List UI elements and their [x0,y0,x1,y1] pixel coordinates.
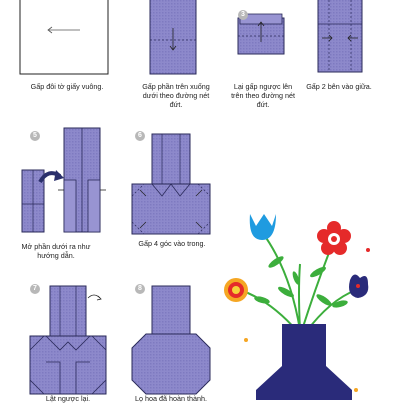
step-number: 6 [135,131,145,141]
arrow-left-icon [347,34,352,42]
dark-flower-icon [349,274,369,298]
arrow-up-icon [257,21,265,27]
arrow-left-icon [47,26,53,34]
step8-caption: Lọ hoa đã hoàn thành. [135,394,207,403]
step5-caption: Mở phần dưới ra như hướng dẫn. [21,242,91,260]
finished-vase-illustration [224,214,370,400]
arrow-right-icon [328,34,333,42]
vase-icon [256,324,352,400]
step2-paper [149,0,197,75]
step-number: 8 [135,284,145,294]
step3-paper [237,13,285,55]
step6-paper [131,133,211,235]
step3-caption: Lại gấp ngược lên trên theo đường nét đứ… [231,82,295,109]
arrow-down-icon [169,45,177,51]
step4-paper [317,0,363,73]
orange-flower-icon [224,278,248,302]
step5-paper [21,127,106,233]
step-number: 3 [238,10,248,20]
step-number: 5 [30,131,40,141]
step1-paper [19,0,109,75]
red-flower-icon [317,221,351,255]
step6-caption: Gấp 4 góc vào trong. [138,239,206,248]
step8-paper [131,285,211,395]
step-number: 7 [30,284,40,294]
step7-paper [29,285,107,395]
tulip-icon [249,214,276,240]
step7-caption: Lật ngược lại. [45,394,91,403]
step2-caption: Gấp phần trên xuống dưới theo đường nét … [142,82,210,109]
step1-caption: Gấp đôi tờ giấy vuông. [30,82,104,91]
step4-caption: Gấp 2 bên vào giữa. [306,82,372,91]
